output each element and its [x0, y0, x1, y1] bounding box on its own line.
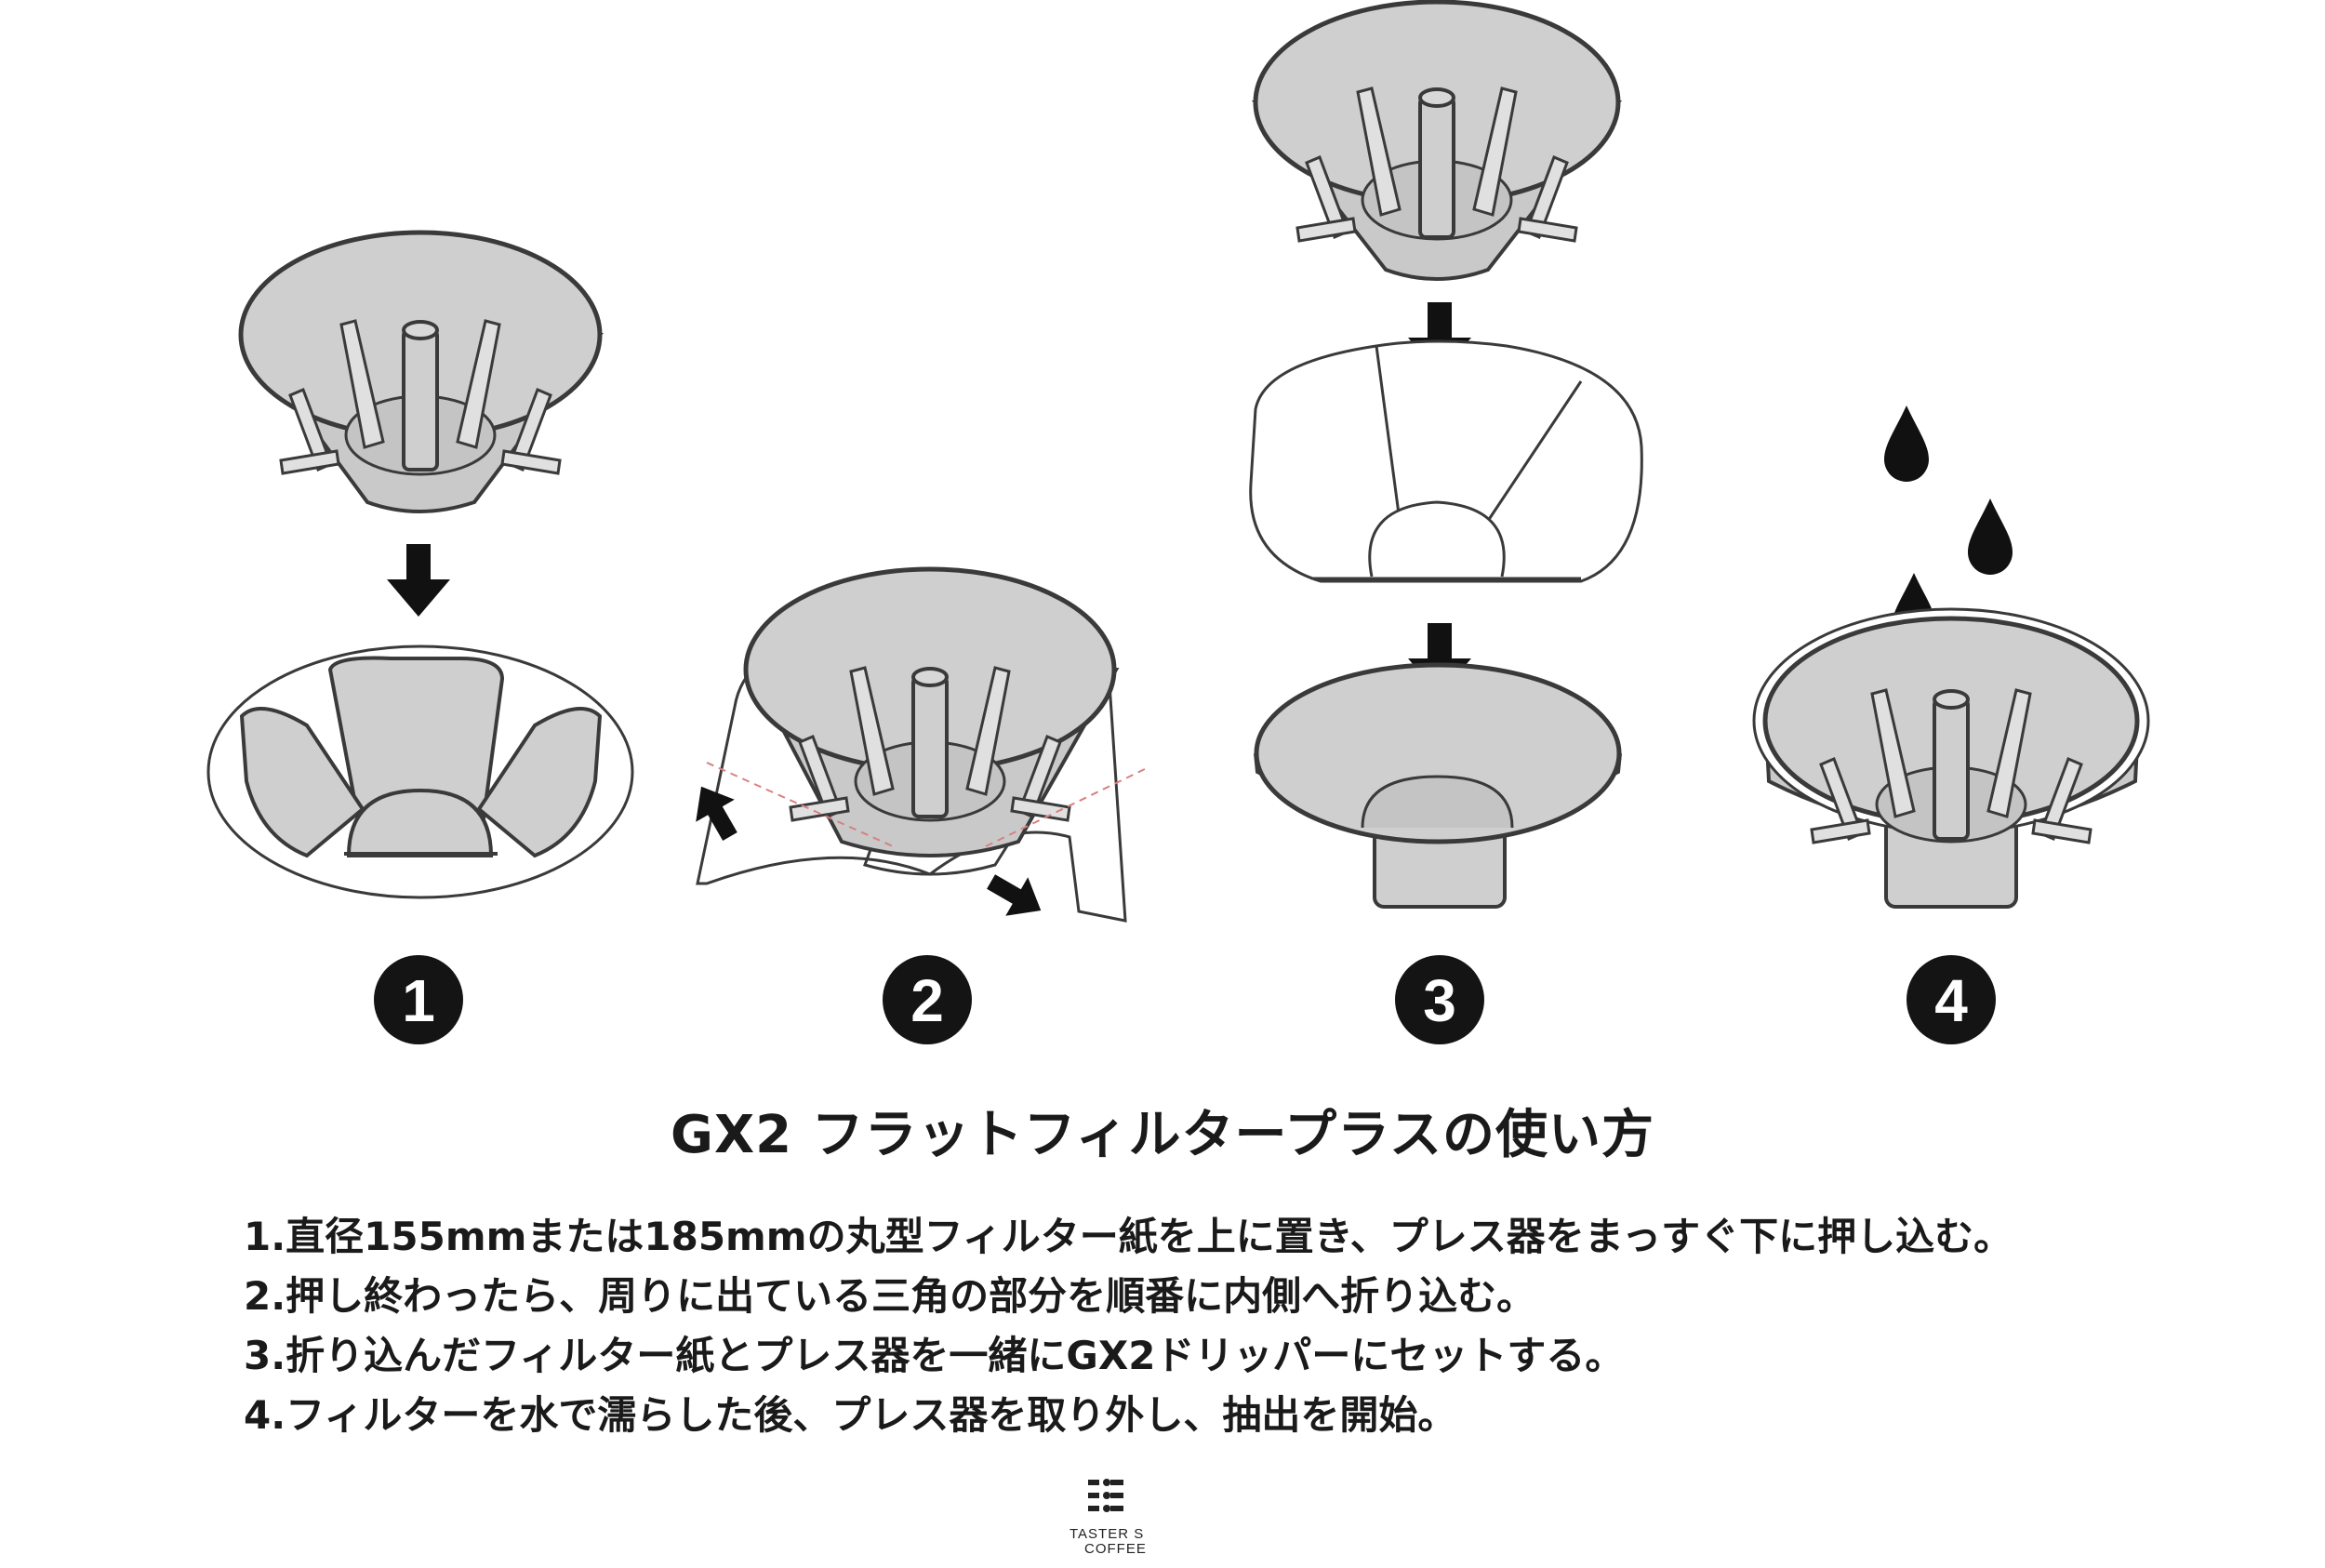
step-badge-3-label: 3 [1423, 967, 1456, 1034]
step-badge-3: 3 [1395, 955, 1484, 1044]
instruction-step-2: 2.押し終わったら、周りに出ている三角の部分を順番に内側へ折り込む。 [244, 1273, 1536, 1319]
step-badge-4: 4 [1906, 955, 1996, 1044]
step-badge-1-label: 1 [402, 967, 435, 1034]
up-arrow-icon [696, 786, 737, 841]
step-badge-2: 2 [883, 955, 972, 1044]
step-badge-2-label: 2 [910, 967, 944, 1034]
page-title: GX2 フラットフィルタープラスの使い方 [670, 1105, 1654, 1165]
down-arrow-icon [987, 874, 1042, 916]
step3-filter-paper [1249, 339, 1643, 583]
instruction-step-1: 1.直径155mmまたは185mmの丸型フィルター紙を上に置き、プレス器をまっす… [244, 1214, 2013, 1259]
step-badge-4-label: 4 [1934, 967, 1968, 1034]
instruction-step-4: 4.フィルターを水で濡らした後、プレス器を取り外し、抽出を開始。 [244, 1392, 1457, 1438]
logo-line-1: TASTER S [1070, 1526, 1145, 1542]
step1-filter-paper [206, 644, 634, 899]
water-drop-icon [1884, 405, 1929, 482]
step3-press-cone [1251, 0, 1623, 281]
step4-assembled-dripper [1752, 607, 2150, 909]
logo-icon [1088, 1479, 1123, 1512]
step-badge-1: 1 [374, 955, 463, 1044]
logo-line-2: COFFEE [1084, 1541, 1147, 1557]
down-arrow-icon [387, 544, 450, 617]
water-drop-icon [1968, 498, 2013, 575]
step1-press-cone [238, 230, 604, 513]
instruction-step-3: 3.折り込んだフィルター紙とプレス器を一緒にGX2ドリッパーにセットする。 [244, 1333, 1625, 1378]
instruction-list: 1.直径155mmまたは185mmの丸型フィルター紙を上に置き、プレス器をまっす… [244, 1207, 2318, 1445]
brand-logo: TASTER S COFFEE [1049, 1474, 1161, 1558]
step2-folding [696, 566, 1149, 923]
step3-dripper [1254, 662, 1622, 909]
